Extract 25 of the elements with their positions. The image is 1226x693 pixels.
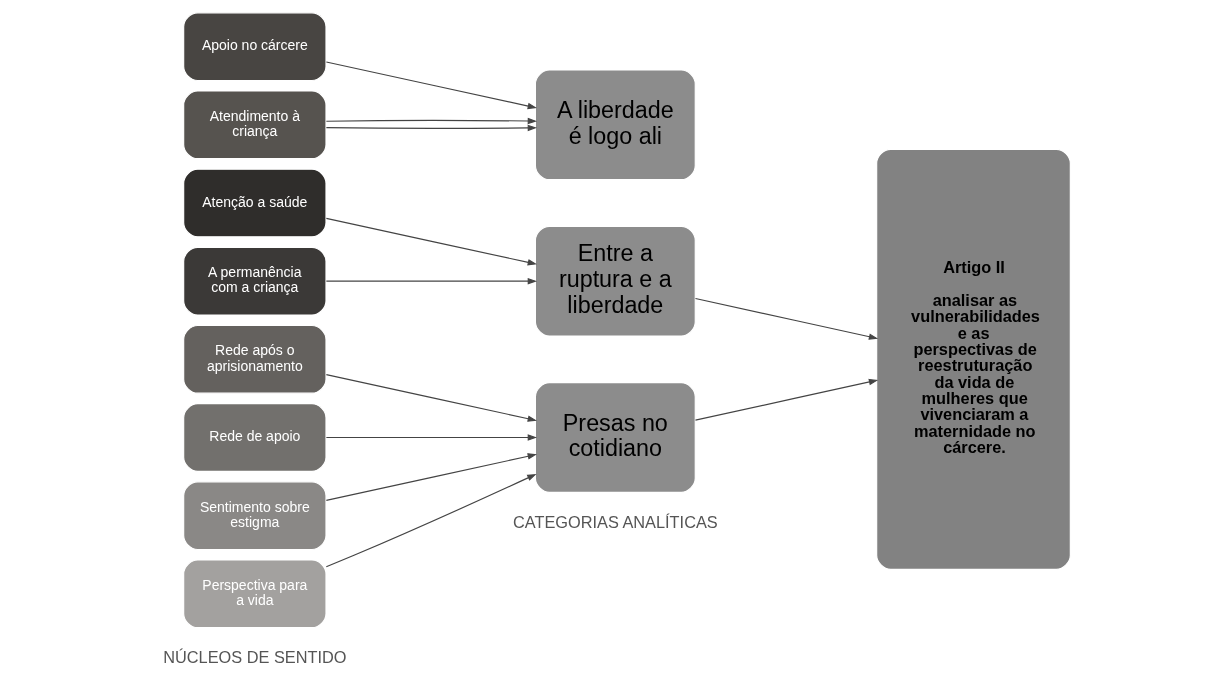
- node-box: A liberdade é logo ali: [534, 69, 696, 181]
- arrow: [325, 473, 537, 568]
- arrow: [694, 378, 879, 421]
- arrow: [325, 374, 537, 422]
- node-box: Artigo II analisar as vulnerabilidades e as perspectivas de reestruturação da vida de mulheres que vivenciaram a maternidade no cárcere.: [876, 148, 1071, 570]
- arrow: [694, 297, 879, 340]
- arrow: [325, 453, 537, 501]
- node-box: Presas no cotidiano: [534, 382, 696, 493]
- node-box: Perspectiva para a vida: [183, 559, 327, 629]
- node-box: Atenção a saúde: [183, 168, 327, 238]
- node-box: Sentimento sobre estigma: [183, 481, 327, 551]
- arrow: [325, 124, 538, 132]
- arrow: [325, 61, 537, 110]
- node-box: Rede de apoio: [183, 403, 327, 472]
- arrow: [325, 434, 538, 441]
- node-box: Apoio no cárcere: [183, 12, 327, 82]
- arrow: [325, 117, 538, 125]
- node-box: Atendimento à criança: [183, 90, 327, 160]
- node-box: Entre a ruptura e a liberdade: [534, 225, 696, 337]
- label: NÚCLEOS DE SENTIDO: [163, 648, 347, 667]
- arrow: [325, 277, 538, 285]
- node-box: A permanência com a criança: [183, 246, 327, 316]
- label: CATEGORIAS ANALÍTICAS: [512, 513, 718, 532]
- arrow: [325, 217, 537, 266]
- node-box: Rede após o aprisionamento: [183, 324, 327, 394]
